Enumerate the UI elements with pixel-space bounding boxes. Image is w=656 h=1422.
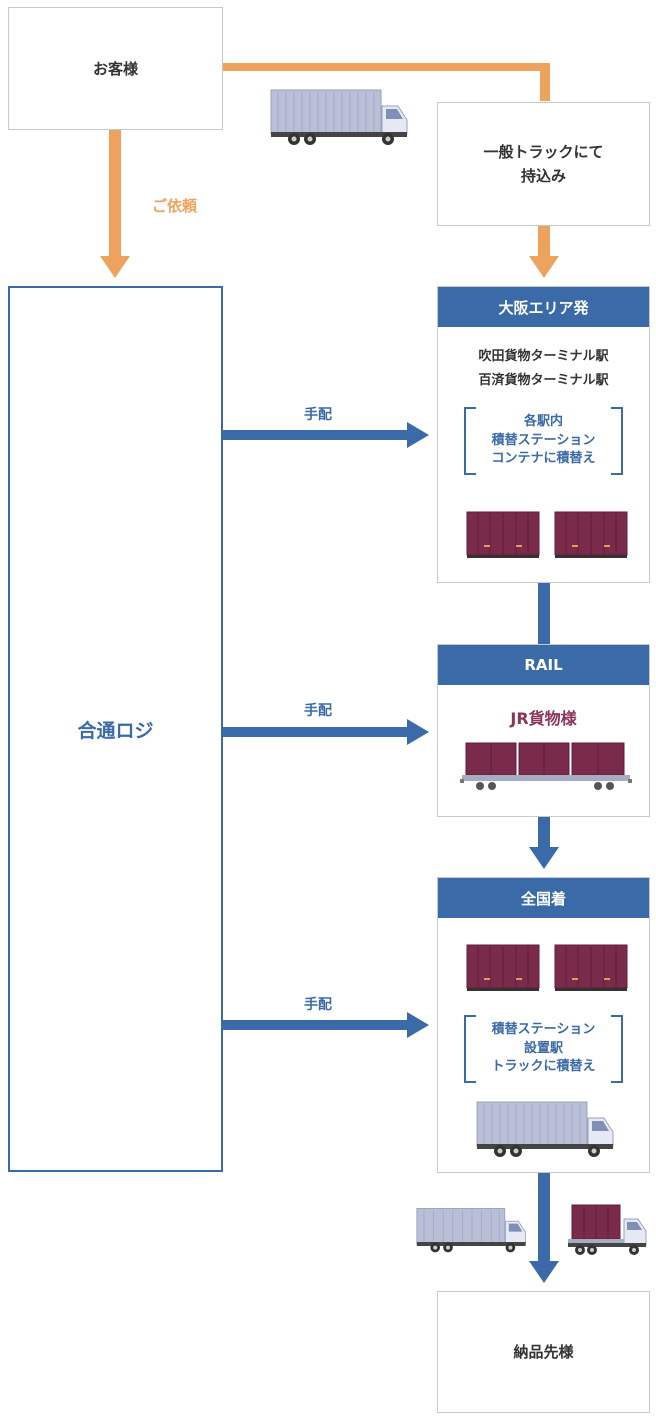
truck-icon [416, 1208, 526, 1253]
national-bracket-line2: 設置駅 [523, 1040, 563, 1056]
general-truck-box: 一般トラックにて 持込み [437, 102, 650, 226]
general-truck-line1: 一般トラックにて [483, 143, 604, 161]
arrange-arrow-3-shaft [223, 1020, 409, 1030]
arrow-head-down [529, 847, 559, 869]
arrange-arrow-1-head [407, 422, 429, 448]
osaka-bracket-line3: コンテナに積替え [491, 451, 596, 467]
container-truck-icon [568, 1204, 647, 1255]
national-bracket: 積替ステーション 設置駅 トラックに積替え [464, 1015, 623, 1083]
delivery-destination-box: 納品先様 [437, 1291, 650, 1413]
freight-train-icon [460, 742, 632, 790]
goutsu-logi-label: 合通ロジ [77, 719, 154, 742]
request-label: ご依頼 [152, 197, 198, 215]
national-header: 全国着 [438, 878, 649, 918]
station-kudara: 百済貨物ターミナル駅 [478, 373, 609, 388]
connector-customer-right [222, 63, 550, 71]
goutsu-logi-box: 合通ロジ [8, 286, 223, 1172]
arrange-label-1: 手配 [304, 407, 332, 423]
arrange-arrow-3-head [407, 1012, 429, 1038]
connector-rail-national [538, 817, 550, 849]
container-icon [554, 944, 628, 991]
arrange-arrow-1-shaft [223, 430, 409, 440]
rail-operator: JR貨物様 [510, 709, 577, 728]
arrange-label-3: 手配 [304, 997, 332, 1013]
osaka-bracket-line1: 各駅内 [523, 413, 563, 429]
rail-header: RAIL [438, 645, 649, 685]
rail-box: RAIL JR貨物様 [437, 644, 650, 817]
osaka-bracket-line2: 積替ステーション [491, 432, 596, 448]
customer-box: お客様 [8, 7, 223, 130]
connector-truck-box-down [538, 226, 550, 258]
arrange-arrow-2-head [407, 719, 429, 745]
truck-icon [476, 1101, 614, 1157]
national-bracket-line3: トラックに積替え [491, 1059, 596, 1075]
connector-customer-down [109, 130, 121, 258]
station-suita: 吹田貨物ターミナル駅 [478, 349, 609, 364]
connector-osaka-rail [538, 583, 550, 644]
osaka-bracket: 各駅内 積替ステーション コンテナに積替え [464, 407, 623, 475]
arrange-arrow-2-shaft [223, 727, 409, 737]
national-arrival-box: 全国着 積替ステーション 設置駅 トラックに積替え [437, 877, 650, 1173]
customer-label: お客様 [92, 59, 138, 78]
connector-national-delivery [538, 1173, 550, 1263]
arrow-head-down [529, 1261, 559, 1283]
arrow-head-down [529, 256, 559, 278]
connector-down-to-truck-box [540, 63, 550, 101]
osaka-header: 大阪エリア発 [438, 287, 649, 327]
container-icon [554, 511, 628, 558]
general-truck-line2: 持込み [520, 167, 566, 185]
container-icon [466, 511, 540, 558]
delivery-label: 納品先様 [513, 1343, 574, 1361]
arrange-label-2: 手配 [304, 703, 332, 719]
national-bracket-line1: 積替ステーション [491, 1021, 596, 1037]
arrow-head-down [100, 256, 130, 278]
container-icon [466, 944, 540, 991]
truck-icon [270, 89, 408, 145]
osaka-departure-box: 大阪エリア発 吹田貨物ターミナル駅 百済貨物ターミナル駅 各駅内 積替ステーショ… [437, 286, 650, 583]
